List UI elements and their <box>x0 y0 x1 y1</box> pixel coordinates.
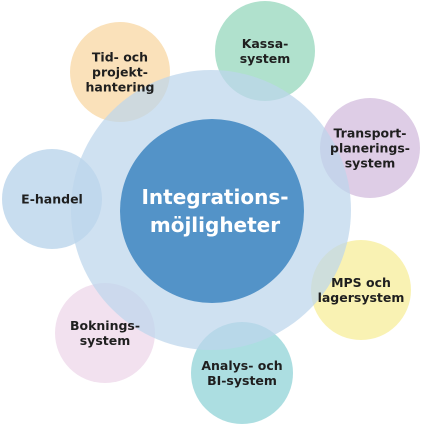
node-label-bokningssystem-line-2: system <box>80 333 131 348</box>
node-label-mps-och-lagersystem-line-1: MPS och <box>331 275 391 290</box>
node-label-transportplaneringssystem-line-2: planerings- <box>330 141 410 156</box>
node-label-transportplaneringssystem: Transport-planerings-system <box>330 126 410 171</box>
center-node: Integrations-möjligheter <box>120 119 304 303</box>
node-label-analys-och-bi-system-line-2: BI-system <box>207 373 277 388</box>
center-title-line-1: Integrations- <box>141 185 288 209</box>
node-label-e-handel-line-1: E-handel <box>21 192 83 207</box>
node-label-kassasystem-line-2: system <box>240 51 291 66</box>
node-label-kassasystem-line-1: Kassa- <box>242 36 289 51</box>
node-label-kassasystem: Kassa-system <box>240 36 291 66</box>
node-label-transportplaneringssystem-line-3: system <box>345 156 396 171</box>
node-label-analys-och-bi-system-line-1: Analys- och <box>201 358 282 373</box>
node-label-tid-och-projekthantering-line-1: Tid- och <box>92 50 148 65</box>
node-label-tid-och-projekthantering-line-3: hantering <box>86 80 155 95</box>
node-label-mps-och-lagersystem-line-2: lagersystem <box>318 290 405 305</box>
center-circle <box>120 119 304 303</box>
node-label-e-handel: E-handel <box>21 192 83 207</box>
center-title-line-2: möjligheter <box>150 213 280 237</box>
node-label-bokningssystem-line-1: Boknings- <box>70 318 140 333</box>
node-label-transportplaneringssystem-line-1: Transport- <box>334 126 407 141</box>
center-layer: Tid- ochprojekt-hanteringKassa-systemTra… <box>21 36 410 388</box>
node-label-bokningssystem: Boknings-system <box>70 318 140 348</box>
node-label-tid-och-projekthantering-line-2: projekt- <box>92 65 148 80</box>
